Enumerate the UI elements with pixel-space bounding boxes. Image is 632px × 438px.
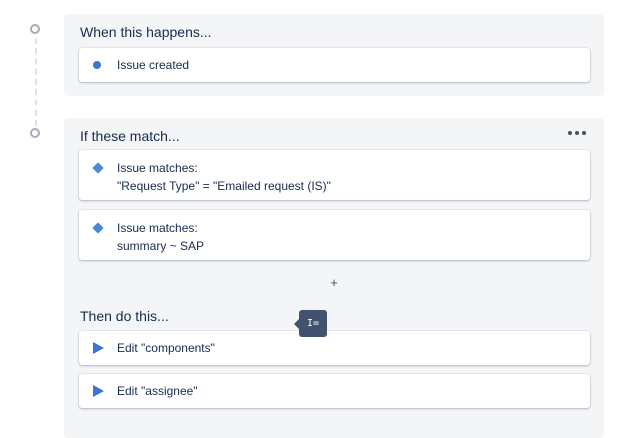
condition-card-summary[interactable]: Issue matches: summary ~ SAP bbox=[79, 210, 590, 260]
action-card-label: Edit "components" bbox=[117, 341, 215, 355]
timeline-node-trigger bbox=[30, 24, 40, 34]
more-dot-icon bbox=[568, 131, 572, 135]
diamond-icon bbox=[92, 222, 104, 234]
tooltip-text: I= bbox=[306, 318, 320, 329]
trigger-card-issue-created[interactable]: Issue created bbox=[79, 48, 590, 82]
condition-card-request-type[interactable]: Issue matches: "Request Type" = "Emailed… bbox=[79, 150, 590, 200]
timeline-connector bbox=[35, 38, 37, 126]
play-icon bbox=[93, 342, 104, 354]
trigger-section: When this happens... Issue created bbox=[64, 14, 604, 96]
add-condition-button[interactable]: + bbox=[330, 275, 338, 290]
condition-card-line2: summary ~ SAP bbox=[117, 239, 205, 253]
more-options-button[interactable] bbox=[566, 127, 588, 139]
more-dot-icon bbox=[575, 131, 579, 135]
condition-section-title: If these match... bbox=[80, 128, 180, 144]
diamond-icon bbox=[92, 162, 104, 174]
timeline-node-condition bbox=[30, 128, 40, 138]
trigger-section-title: When this happens... bbox=[80, 24, 212, 40]
condition-card-line1: Issue matches: bbox=[117, 161, 198, 175]
action-card-label: Edit "assignee" bbox=[117, 384, 198, 398]
action-section-title: Then do this... bbox=[80, 308, 169, 324]
action-card-edit-assignee[interactable]: Edit "assignee" bbox=[79, 374, 590, 408]
play-icon bbox=[93, 385, 104, 397]
action-card-edit-components[interactable]: Edit "components" bbox=[79, 331, 590, 365]
condition-section: If these match... Issue matches: "Reques… bbox=[64, 118, 604, 438]
condition-card-line2: "Request Type" = "Emailed request (IS)" bbox=[117, 179, 331, 193]
condition-card-line1: Issue matches: bbox=[117, 221, 198, 235]
dot-icon bbox=[93, 61, 101, 69]
tooltip: I= bbox=[294, 310, 327, 337]
more-dot-icon bbox=[582, 131, 586, 135]
trigger-card-label: Issue created bbox=[117, 58, 190, 72]
